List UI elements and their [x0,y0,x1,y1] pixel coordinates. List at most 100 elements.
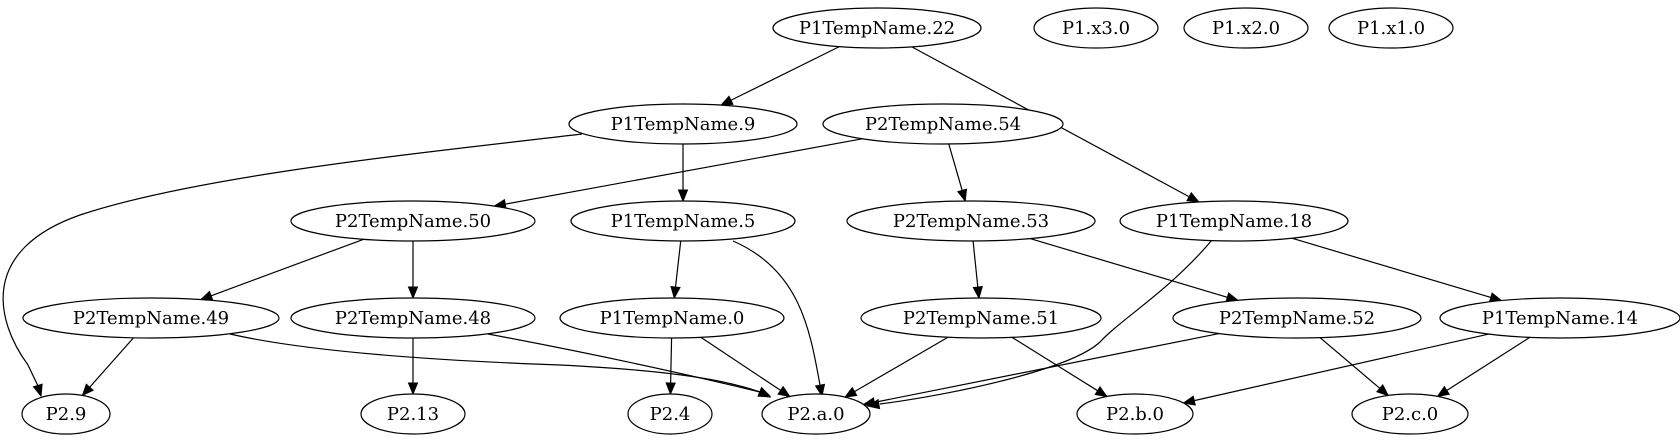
edge-line [670,337,673,384]
node-ellipse [772,7,982,49]
arrowhead-icon [957,188,968,203]
edge-n9-to-n5 [677,144,689,203]
node-ellipse [1033,7,1159,49]
node-label: P2TempName.52 [1219,308,1375,329]
edge-line [505,138,863,205]
edge-p48-to-pa [487,333,772,397]
arrowhead-icon [665,382,676,396]
edge-line [2,133,583,387]
node-label: P1TempName.14 [1482,308,1638,329]
edge-line [674,240,682,288]
node-label: P1TempName.0 [600,308,745,329]
graph-node: P1.x1.0 [1328,7,1454,49]
graph-node: P1.x2.0 [1183,7,1309,49]
arrowhead-icon [81,383,94,397]
node-ellipse [290,297,536,339]
node-label: P1TempName.22 [799,18,955,39]
edge-line [89,337,134,388]
arrowhead-icon [1436,385,1451,398]
graph-node: P2TempName.49 [22,297,280,339]
edge-p48-to-p13 [407,338,419,396]
arrowhead-icon [1094,385,1109,398]
edge-line [879,239,1213,405]
arrowhead-icon [777,385,791,398]
graph-node: P2TempName.52 [1172,297,1422,339]
node-ellipse [1439,297,1680,339]
edge-line [1029,238,1228,298]
node-ellipse [1076,393,1194,435]
edge-n14-to-pc [1436,336,1531,398]
node-label: P1TempName.9 [611,114,756,135]
edge-line [487,333,761,393]
edge-p50-to-p49 [199,238,364,301]
graph-node: P1TempName.18 [1119,200,1349,242]
arrowhead-icon [1186,191,1200,203]
node-ellipse [570,200,796,242]
edge-line [732,240,821,386]
edge-n5-to-n0 [670,240,682,300]
edge-n9-to-p9 [2,133,583,398]
node-label: P2.c.0 [1382,404,1439,425]
graph-node: P1TempName.22 [772,7,982,49]
edge-line [1319,337,1381,389]
node-ellipse [21,393,111,435]
graph-node: P2TempName.51 [860,297,1102,339]
node-ellipse [761,393,871,435]
node-label: P2.4 [650,404,691,425]
node-ellipse [22,297,280,339]
arrowhead-icon [199,290,214,301]
node-label: P2TempName.48 [335,308,491,329]
arrowhead-icon [32,383,43,398]
node-label: P1TempName.18 [1156,211,1312,232]
graph-node: P2.13 [360,393,466,435]
node-label: P2TempName.49 [73,308,229,329]
edge-p49-to-pa [229,333,772,398]
node-ellipse [568,103,798,145]
edge-line [1446,336,1531,391]
arrowhead-icon [407,382,419,396]
edge-n18-to-n14 [1291,237,1503,303]
edge-line [948,143,963,191]
graph-node: P2.9 [21,393,111,435]
arrowhead-icon [407,286,419,300]
node-ellipse [822,103,1064,145]
node-ellipse [1119,200,1349,242]
edge-line [700,336,781,391]
edge-p52-to-pa [862,332,1220,408]
arrowhead-icon [1182,395,1196,406]
graph-node: P1TempName.14 [1439,297,1680,339]
edge-p51-to-pa [843,336,949,398]
edge-n14-to-pb [1182,333,1489,406]
arrowhead-icon [1376,384,1390,397]
edge-n22-to-n9 [719,46,840,106]
graph-node: P2.b.0 [1076,393,1194,435]
node-ellipse [860,297,1102,339]
edge-p50-to-p48 [407,241,419,300]
node-label: P2.b.0 [1106,404,1164,425]
edge-p52-to-pc [1319,337,1390,397]
graph-node: P1TempName.9 [568,103,798,145]
graph-node: P2.c.0 [1351,393,1469,435]
edge-p53-to-p51 [972,240,983,300]
node-label: P2TempName.54 [865,114,1021,135]
edge-p54-to-p50 [493,138,863,210]
arrowhead-icon [670,285,681,300]
edge-line [854,336,949,393]
arrowhead-icon [814,383,826,398]
arrowhead-icon [862,397,876,408]
node-ellipse [846,200,1096,242]
node-ellipse [1172,297,1422,339]
node-label: P1.x3.0 [1062,18,1130,39]
arrowhead-icon [757,386,772,397]
graph-node: P2.a.0 [761,393,871,435]
node-ellipse [559,297,785,339]
arrowhead-icon [843,386,858,398]
graph-node: P2TempName.54 [822,103,1064,145]
node-label: P1.x1.0 [1357,18,1425,39]
graph-node: P1TempName.0 [559,297,785,339]
node-ellipse [1183,7,1309,49]
node-label: P2.a.0 [787,404,844,425]
arrowhead-icon [972,286,983,300]
node-ellipse [1328,7,1454,49]
edges-layer [2,46,1531,410]
